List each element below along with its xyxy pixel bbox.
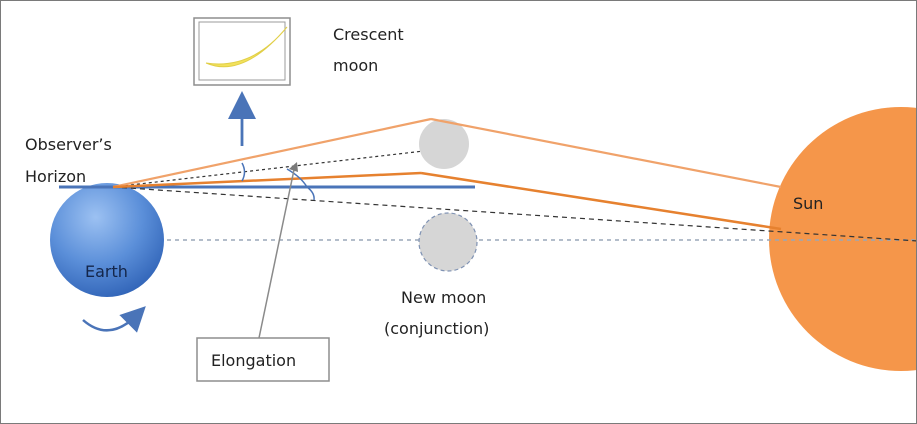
- observer-label-line1: Observer’s: [25, 135, 112, 154]
- sun-circle: [769, 107, 916, 371]
- crescent-label-line1: Crescent: [333, 25, 404, 44]
- crescent-box-inner: [198, 21, 286, 81]
- sun-to-observer-ray: [420, 171, 782, 231]
- angle-mark-middle: [286, 168, 308, 188]
- crescent-label-line2: moon: [333, 56, 378, 75]
- elongation-pointer: [258, 164, 296, 339]
- moon-to-observer-ray: [112, 117, 432, 189]
- sun-to-moon-ray: [430, 117, 782, 189]
- observer-to-crescent-dashed: [112, 148, 442, 188]
- earth-label: Earth: [85, 262, 128, 281]
- crescent-moon-position: [419, 119, 469, 169]
- observer-label-line2: Horizon: [25, 167, 86, 186]
- elongation-pointer-head-icon: [289, 162, 298, 172]
- earth-rotation-arrow-icon: [82, 306, 146, 333]
- crescent-moon-icon: [205, 26, 288, 68]
- angle-mark-right: [306, 186, 315, 201]
- earth-circle: [50, 183, 164, 297]
- new-moon-label-line1: New moon: [401, 288, 486, 307]
- new-moon-circle: [418, 212, 478, 272]
- new-moon-label-line2: (conjunction): [384, 319, 489, 338]
- sun-ray-to-observer-end: [112, 171, 422, 189]
- angle-mark-left: [241, 162, 246, 182]
- sun-label: Sun: [793, 194, 823, 213]
- elongation-box: [196, 337, 330, 382]
- elongation-label: Elongation: [211, 351, 296, 370]
